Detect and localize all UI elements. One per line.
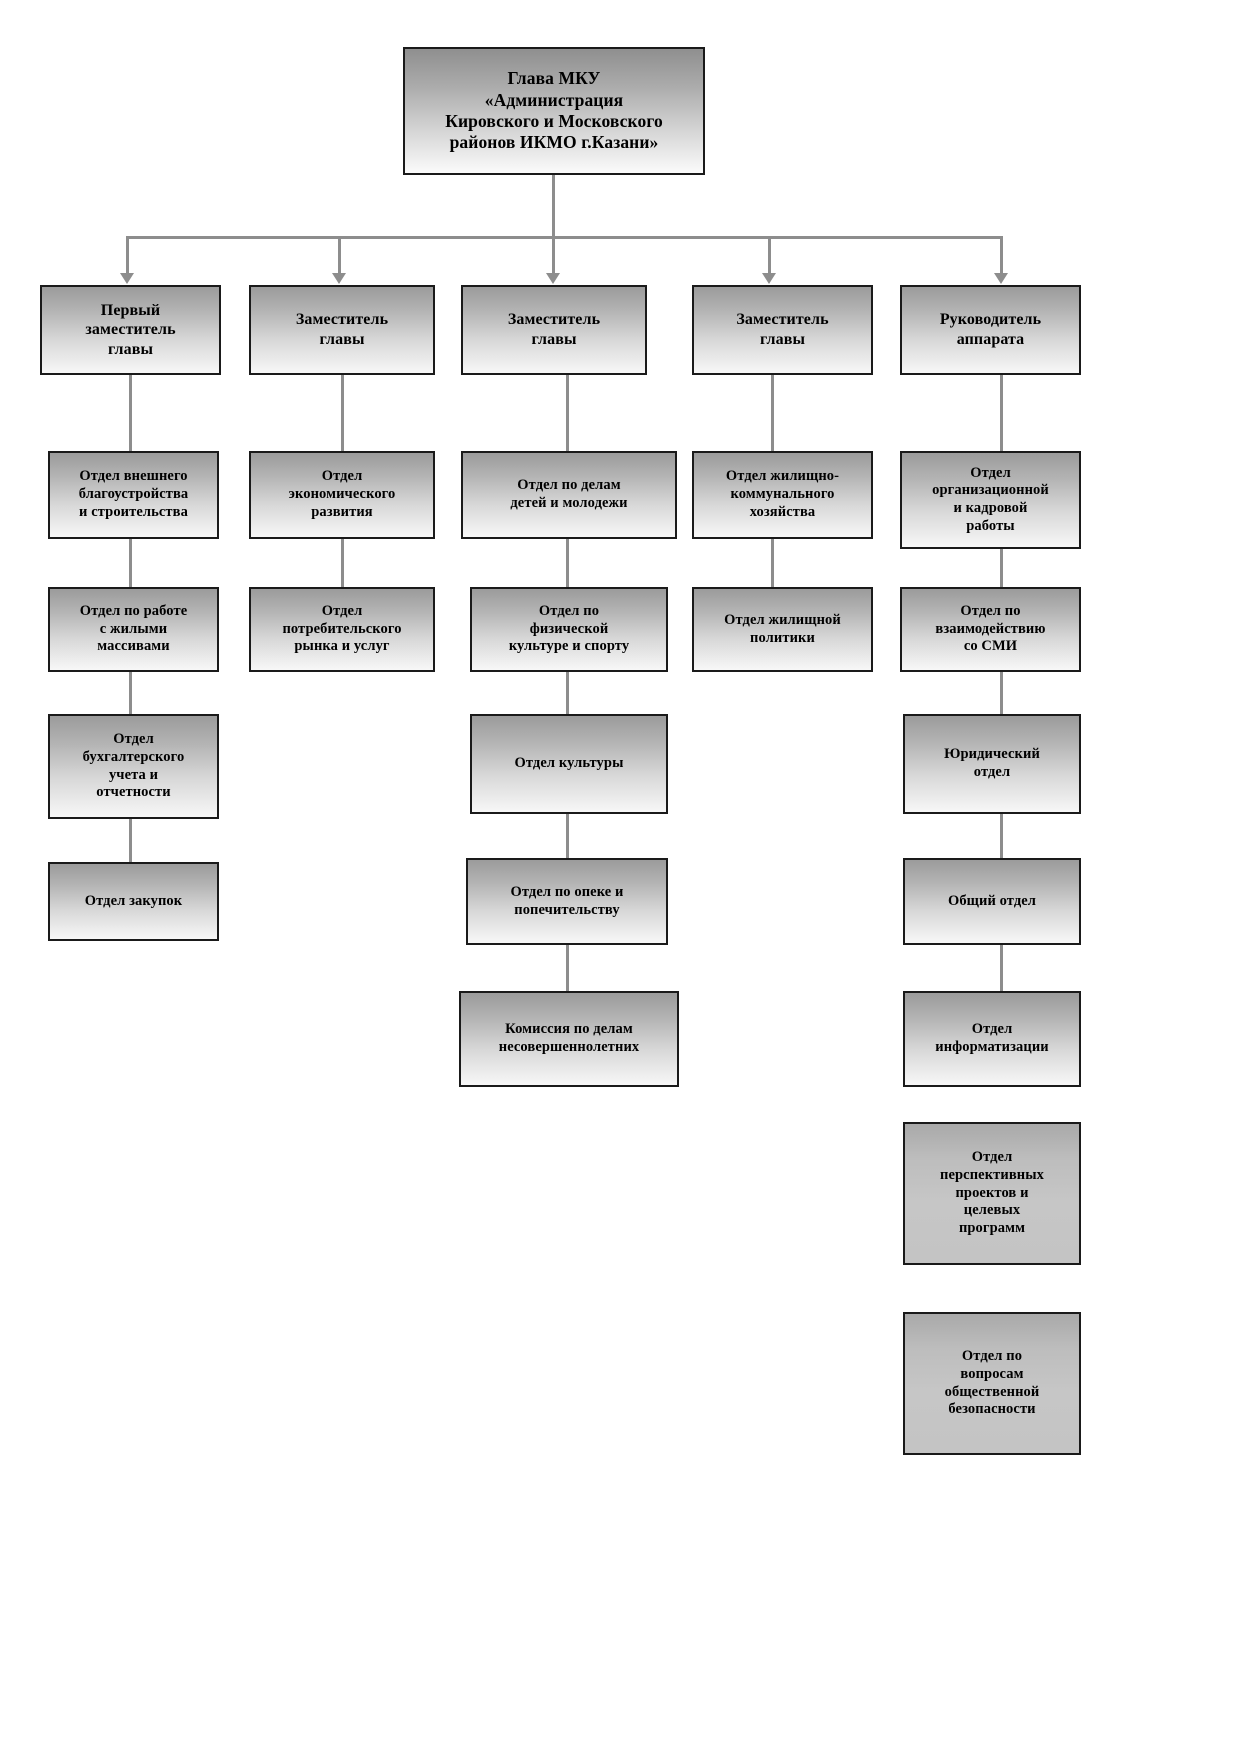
node-c3-d4-label: Отдел по опеке и попечительству: [510, 883, 624, 918]
connector-drop-3: [552, 236, 555, 275]
node-c3-d5[interactable]: Комиссия по делам несовершеннолетних: [459, 991, 679, 1087]
connector-root-stem: [552, 175, 555, 237]
arrowhead-5: [994, 273, 1008, 284]
arrowhead-4: [762, 273, 776, 284]
node-c1-d2-label: Отдел по работе с жилыми массивами: [79, 602, 188, 655]
node-deputy-4[interactable]: Заместитель главы: [692, 285, 873, 375]
node-c1-d3-label: Отдел бухгалтерского учета и отчетности: [82, 731, 185, 801]
node-c2-d1[interactable]: Отдел экономического развития: [249, 451, 435, 539]
node-c3-d2-label: Отдел по физической культуре и спорту: [508, 602, 630, 655]
connector-drop-1: [126, 236, 129, 275]
node-c3-d2[interactable]: Отдел по физической культуре и спорту: [470, 587, 668, 672]
connector-c3-0: [566, 375, 569, 451]
node-deputy-2[interactable]: Заместитель главы: [249, 285, 435, 375]
arrowhead-3: [546, 273, 560, 284]
node-c5-d3[interactable]: Юридический отдел: [903, 714, 1081, 814]
node-c5-d2[interactable]: Отдел по взаимодействию со СМИ: [900, 587, 1081, 672]
connector-c1-2: [129, 672, 132, 714]
node-c3-d5-label: Комиссия по делам несовершеннолетних: [498, 1021, 640, 1055]
node-c4-d2-label: Отдел жилищной политики: [724, 611, 841, 646]
node-c5-d1[interactable]: Отдел организационной и кадровой работы: [900, 451, 1081, 549]
connector-c5-3: [1000, 814, 1003, 858]
node-c4-d2[interactable]: Отдел жилищной политики: [692, 587, 873, 672]
connector-c3-3: [566, 814, 569, 858]
connector-c2-1: [341, 539, 344, 587]
node-c5-d7-label: Отдел по вопросам общественной безопасно…: [944, 1348, 1040, 1418]
node-c3-d3-label: Отдел культуры: [514, 755, 624, 772]
connector-c5-2: [1000, 672, 1003, 714]
node-c1-d1[interactable]: Отдел внешнего благоустройства и строите…: [48, 451, 219, 539]
node-c3-d3[interactable]: Отдел культуры: [470, 714, 668, 814]
connector-c5-1: [1000, 549, 1003, 587]
node-c5-d6[interactable]: Отдел перспективных проектов и целевых п…: [903, 1122, 1081, 1265]
node-first-deputy-label: Первый заместитель главы: [85, 301, 176, 358]
node-c3-d4[interactable]: Отдел по опеке и попечительству: [466, 858, 668, 945]
connector-c3-1: [566, 539, 569, 587]
connector-c1-1: [129, 539, 132, 587]
connector-drop-2: [338, 236, 341, 275]
node-c5-d4-label: Общий отдел: [947, 892, 1037, 909]
connector-c1-3: [129, 819, 132, 862]
node-c1-d3[interactable]: Отдел бухгалтерского учета и отчетности: [48, 714, 219, 819]
node-c5-d1-label: Отдел организационной и кадровой работы: [932, 464, 1049, 534]
node-first-deputy[interactable]: Первый заместитель главы: [40, 285, 221, 375]
node-c4-d1[interactable]: Отдел жилищно- коммунального хозяйства: [692, 451, 873, 539]
node-c2-d1-label: Отдел экономического развития: [288, 468, 396, 520]
connector-c5-0: [1000, 375, 1003, 451]
node-chief-of-staff-label: Руководитель аппарата: [939, 311, 1042, 348]
node-head[interactable]: Глава МКУ «Администрация Кировского и Мо…: [403, 47, 705, 175]
connector-c3-4: [566, 945, 569, 991]
node-deputy-3[interactable]: Заместитель главы: [461, 285, 647, 375]
arrowhead-2: [332, 273, 346, 284]
node-c4-d1-label: Отдел жилищно- коммунального хозяйства: [725, 468, 840, 520]
connector-c1-0: [129, 375, 132, 451]
node-c5-d7[interactable]: Отдел по вопросам общественной безопасно…: [903, 1312, 1081, 1455]
connector-root-bus: [126, 236, 1003, 239]
connector-drop-5: [1000, 236, 1003, 275]
node-c2-d2[interactable]: Отдел потребительского рынка и услуг: [249, 587, 435, 672]
node-c3-d1-label: Отдел по делам детей и молодежи: [510, 477, 628, 511]
node-c5-d3-label: Юридический отдел: [944, 746, 1040, 780]
node-c1-d2[interactable]: Отдел по работе с жилыми массивами: [48, 587, 219, 672]
node-c1-d4-label: Отдел закупок: [84, 892, 183, 909]
node-c5-d5-label: Отдел информатизации: [935, 1021, 1049, 1055]
node-deputy-4-label: Заместитель главы: [736, 311, 829, 348]
connector-c5-4: [1000, 945, 1003, 991]
node-head-label: Глава МКУ «Администрация Кировского и Мо…: [445, 68, 663, 153]
connector-c2-0: [341, 375, 344, 451]
node-c2-d2-label: Отдел потребительского рынка и услуг: [282, 602, 402, 655]
node-c5-d6-label: Отдел перспективных проектов и целевых п…: [940, 1149, 1044, 1237]
node-chief-of-staff[interactable]: Руководитель аппарата: [900, 285, 1081, 375]
connector-drop-4: [768, 236, 771, 275]
node-c1-d4[interactable]: Отдел закупок: [48, 862, 219, 941]
node-deputy-3-label: Заместитель главы: [507, 311, 601, 348]
connector-c3-2: [566, 672, 569, 714]
node-c3-d1[interactable]: Отдел по делам детей и молодежи: [461, 451, 677, 539]
arrowhead-1: [120, 273, 134, 284]
node-c1-d1-label: Отдел внешнего благоустройства и строите…: [78, 468, 189, 520]
node-c5-d5[interactable]: Отдел информатизации: [903, 991, 1081, 1087]
node-c5-d4[interactable]: Общий отдел: [903, 858, 1081, 945]
connector-c4-0: [771, 375, 774, 451]
node-deputy-2-label: Заместитель главы: [295, 311, 389, 348]
node-c5-d2-label: Отдел по взаимодействию со СМИ: [935, 602, 1046, 655]
connector-c4-1: [771, 539, 774, 587]
